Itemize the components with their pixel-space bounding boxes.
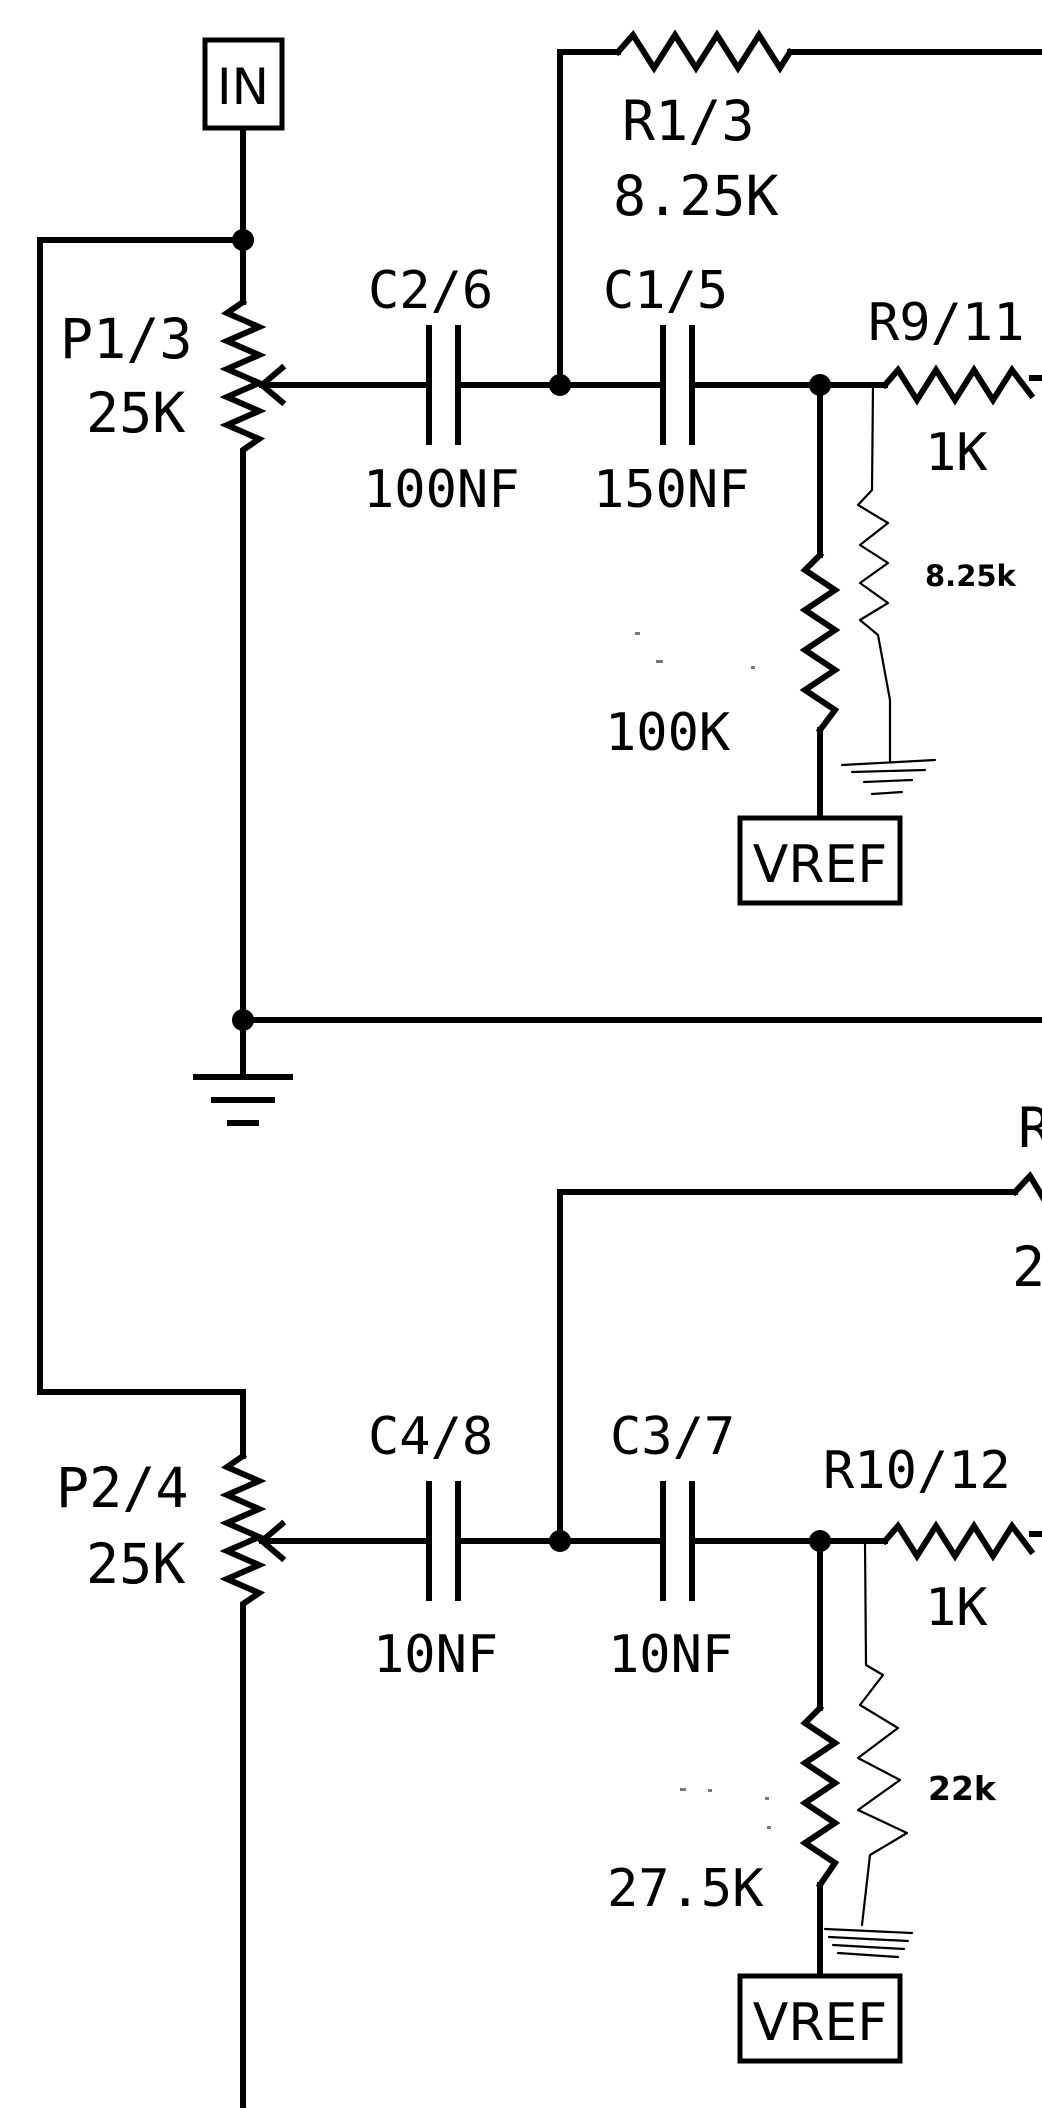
handwritten-resistor-upper: 8.25k <box>840 383 1017 796</box>
handwritten-resistor-upper-value: 8.25k <box>925 559 1017 593</box>
vref-port-lower: VREF <box>737 1973 903 2064</box>
resistor-bias-100k: 100K <box>605 550 841 763</box>
resistor-bias-lower-value: 27.5K <box>607 1859 764 1919</box>
potentiometer-p2: P2/4 25K <box>56 1451 291 1615</box>
resistor-bias-upper-value: 100K <box>605 703 731 763</box>
vref-upper-label: VREF <box>753 835 887 895</box>
pot-p1-value: 25K <box>86 381 185 445</box>
resistor-bias-27k5: 27.5K <box>607 1703 841 1919</box>
capacitor-c4-value: 10NF <box>373 1625 498 1685</box>
pot-p2-ref: P2/4 <box>56 1456 188 1520</box>
pot-p2-value: 25K <box>86 1532 185 1596</box>
junction-dot <box>809 374 831 396</box>
capacitor-c3-ref: C3/7 <box>610 1407 735 1467</box>
resistor-r1: R1/3 8.25K <box>613 29 795 228</box>
resistor-r10-value: 1K <box>925 1578 988 1638</box>
capacitor-c2-ref: C2/6 <box>368 261 493 321</box>
resistor-feedback-lower: R 2 <box>1010 1096 1042 1299</box>
resistor-feedback-lower-ref: R <box>1018 1096 1042 1160</box>
junction-dot <box>549 1530 571 1552</box>
ground-icon <box>193 1074 293 1126</box>
vref-lower-label: VREF <box>753 1993 887 2053</box>
input-port-label: IN <box>217 58 269 116</box>
junctions <box>232 229 831 1552</box>
capacitor-c3: C3/7 10NF <box>608 1407 735 1685</box>
junction-dot <box>549 374 571 396</box>
potentiometer-p1: P1/3 25K <box>60 297 291 461</box>
junction-dot <box>232 229 254 251</box>
capacitor-c3-value: 10NF <box>608 1625 733 1685</box>
specks <box>635 632 771 1829</box>
handwritten-resistor-lower-value: 22k <box>928 1769 997 1808</box>
capacitor-c1: C1/5 150NF <box>593 261 750 520</box>
handwritten-resistor-lower: 22k <box>823 1539 997 1959</box>
resistor-r9: R9/11 1K <box>868 293 1036 483</box>
resistor-feedback-lower-value: 2 <box>1012 1235 1042 1299</box>
wires <box>37 49 1042 2108</box>
pot-p1-ref: P1/3 <box>60 307 192 371</box>
capacitor-c2-value: 100NF <box>363 460 520 520</box>
vref-port-upper: VREF <box>737 815 903 906</box>
resistor-r1-value: 8.25K <box>613 164 779 228</box>
resistor-r1-ref: R1/3 <box>622 89 754 153</box>
capacitor-c4: C4/8 10NF <box>368 1407 498 1685</box>
resistor-r10: R10/12 1K <box>823 1441 1036 1638</box>
capacitor-c2: C2/6 100NF <box>363 261 520 520</box>
capacitor-c1-value: 150NF <box>593 460 750 520</box>
junction-dot <box>232 1009 254 1031</box>
capacitor-c4-ref: C4/8 <box>368 1407 493 1467</box>
resistor-r10-ref: R10/12 <box>823 1441 1011 1501</box>
capacitor-c1-ref: C1/5 <box>603 261 728 321</box>
resistor-r9-ref: R9/11 <box>868 293 1025 353</box>
input-port: IN <box>202 37 285 131</box>
resistor-r9-value: 1K <box>925 423 988 483</box>
junction-dot <box>809 1530 831 1552</box>
